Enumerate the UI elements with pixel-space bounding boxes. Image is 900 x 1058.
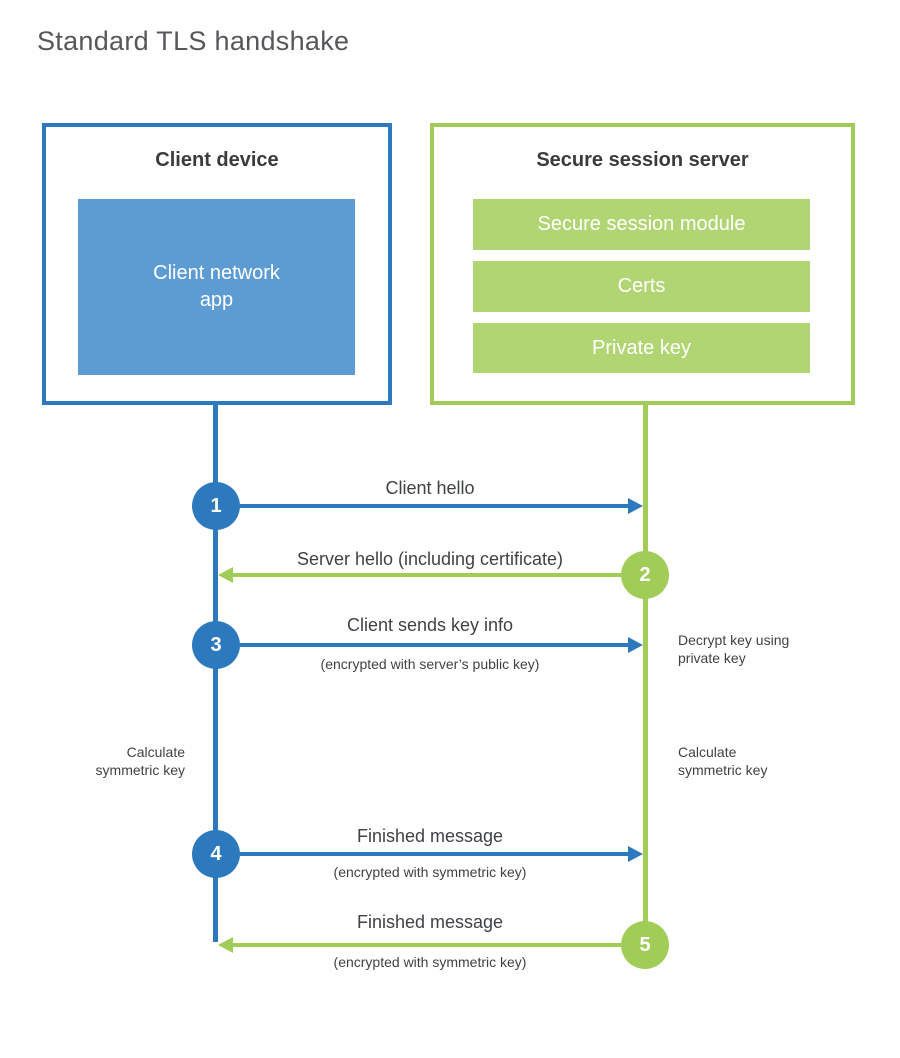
step-3-sublabel: (encrypted with server’s public key) [320, 656, 540, 672]
calculate-symmetric-key-left-note: Calculate symmetric key [95, 744, 185, 779]
step-2-badge: 2 [621, 551, 669, 599]
arrow-right-head-icon [628, 498, 643, 514]
step-5-number: 5 [639, 933, 651, 956]
server-module-private-key: Private key [473, 323, 810, 373]
step-3-arrow [240, 643, 628, 647]
step-4-label: Finished message [356, 826, 504, 846]
step-4-number: 4 [210, 842, 222, 865]
step-2-arrow [233, 573, 621, 577]
step-3-label: Client sends key info [346, 615, 514, 635]
arrow-left-head-icon [218, 567, 233, 583]
step-2-number: 2 [639, 563, 651, 586]
step-1-badge: 1 [192, 482, 240, 530]
secure-session-server-title: Secure session server [536, 149, 749, 171]
step-4-sublabel: (encrypted with symmetric key) [333, 864, 527, 880]
client-device-title: Client device [155, 149, 279, 171]
step-2-label: Server hello (including certificate) [296, 549, 564, 569]
server-module-certs: Certs [473, 261, 810, 312]
step-1-arrow [240, 504, 628, 508]
server-module-secure-session-module: Secure session module [473, 199, 810, 250]
decrypt-note: Decrypt key using private key [678, 632, 790, 667]
step-1-number: 1 [210, 494, 222, 517]
step-5-badge: 5 [621, 921, 669, 969]
step-3-number: 3 [210, 633, 222, 656]
client-lifeline [213, 405, 218, 942]
client-network-app-box: Client network app [78, 199, 355, 375]
step-4-badge: 4 [192, 830, 240, 878]
step-1-label: Client hello [385, 478, 475, 498]
server-lifeline [643, 405, 648, 968]
calculate-symmetric-key-right-note: Calculate symmetric key [678, 744, 768, 779]
step-4-arrow [240, 852, 628, 856]
arrow-right-head-icon [628, 637, 643, 653]
step-3-badge: 3 [192, 621, 240, 669]
step-5-sublabel: (encrypted with symmetric key) [333, 954, 527, 970]
step-5-label: Finished message [356, 912, 504, 932]
arrow-left-head-icon [218, 937, 233, 953]
page-title: Standard TLS handshake [37, 26, 350, 56]
step-5-arrow [233, 943, 621, 947]
arrow-right-head-icon [628, 846, 643, 862]
